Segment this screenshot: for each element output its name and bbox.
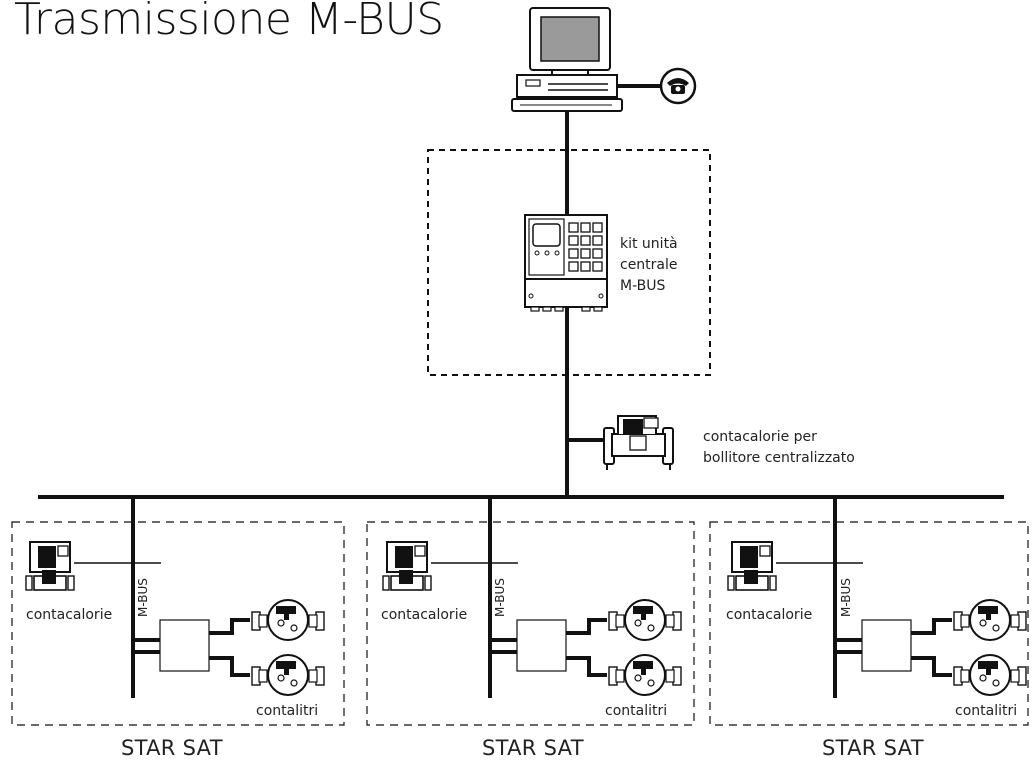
sat-1-junction-box (159, 619, 210, 672)
diagram-title: Trasmissione M-BUS (14, 0, 444, 45)
sat-3-heat-meter-label: contacalorie (726, 607, 813, 623)
bollitore-label-line-1: contacalorie per (703, 429, 817, 445)
sat-3-name: STAR SAT (822, 736, 924, 760)
kit-unit-label: kit unità centrale M-BUS (620, 234, 678, 297)
sat-3-water-meter-icon-2 (953, 654, 1027, 696)
bollitore-label-line-2: bollitore centralizzato (703, 450, 855, 466)
telephone-icon (659, 67, 697, 105)
sat-2-heat-meter-icon (382, 541, 432, 591)
sat-2-name: STAR SAT (482, 736, 584, 760)
sat-3-bus-label: M-BUS (839, 578, 853, 617)
sat-2-water-meter-icon-1 (608, 599, 682, 641)
sat-2-water-meter-icon-2 (608, 654, 682, 696)
bollitore-label: contacalorie per bollitore centralizzato (703, 427, 855, 469)
computer-icon (511, 7, 623, 112)
sat-unit-2-box (366, 521, 695, 726)
sat-unit-2-diagram (382, 497, 682, 698)
sat-1-water-meter-icon-1 (251, 599, 325, 641)
sat-2-water-meter-label: contalitri (605, 703, 668, 719)
sat-3-heat-meter-icon (727, 541, 777, 591)
sat-1-name: STAR SAT (121, 736, 223, 760)
sat-1-heat-meter-icon (25, 541, 75, 591)
sat-unit-1-diagram (25, 497, 325, 698)
sat-unit-3-box (709, 521, 1029, 726)
kit-label-line-2: centrale (620, 257, 678, 273)
sat-unit-3-diagram (727, 497, 1027, 698)
sat-1-bus-label: M-BUS (136, 578, 150, 617)
sat-1-water-meter-label: contalitri (256, 703, 319, 719)
bollitore-heat-meter-icon (603, 415, 674, 470)
sat-2-bus-label: M-BUS (493, 578, 507, 617)
sat-1-heat-meter-label: contacalorie (26, 607, 113, 623)
sat-unit-1-box (11, 521, 345, 726)
sat-2-heat-meter-label: contacalorie (381, 607, 468, 623)
sat-2-junction-box (516, 619, 567, 672)
sat-3-junction-box (861, 619, 912, 672)
kit-label-line-3: M-BUS (620, 278, 666, 294)
kit-label-line-1: kit unità (620, 236, 678, 252)
sat-3-water-meter-label: contalitri (955, 703, 1018, 719)
sat-3-water-meter-icon-1 (953, 599, 1027, 641)
central-unit-icon (524, 214, 608, 312)
sat-1-water-meter-icon-2 (251, 654, 325, 696)
